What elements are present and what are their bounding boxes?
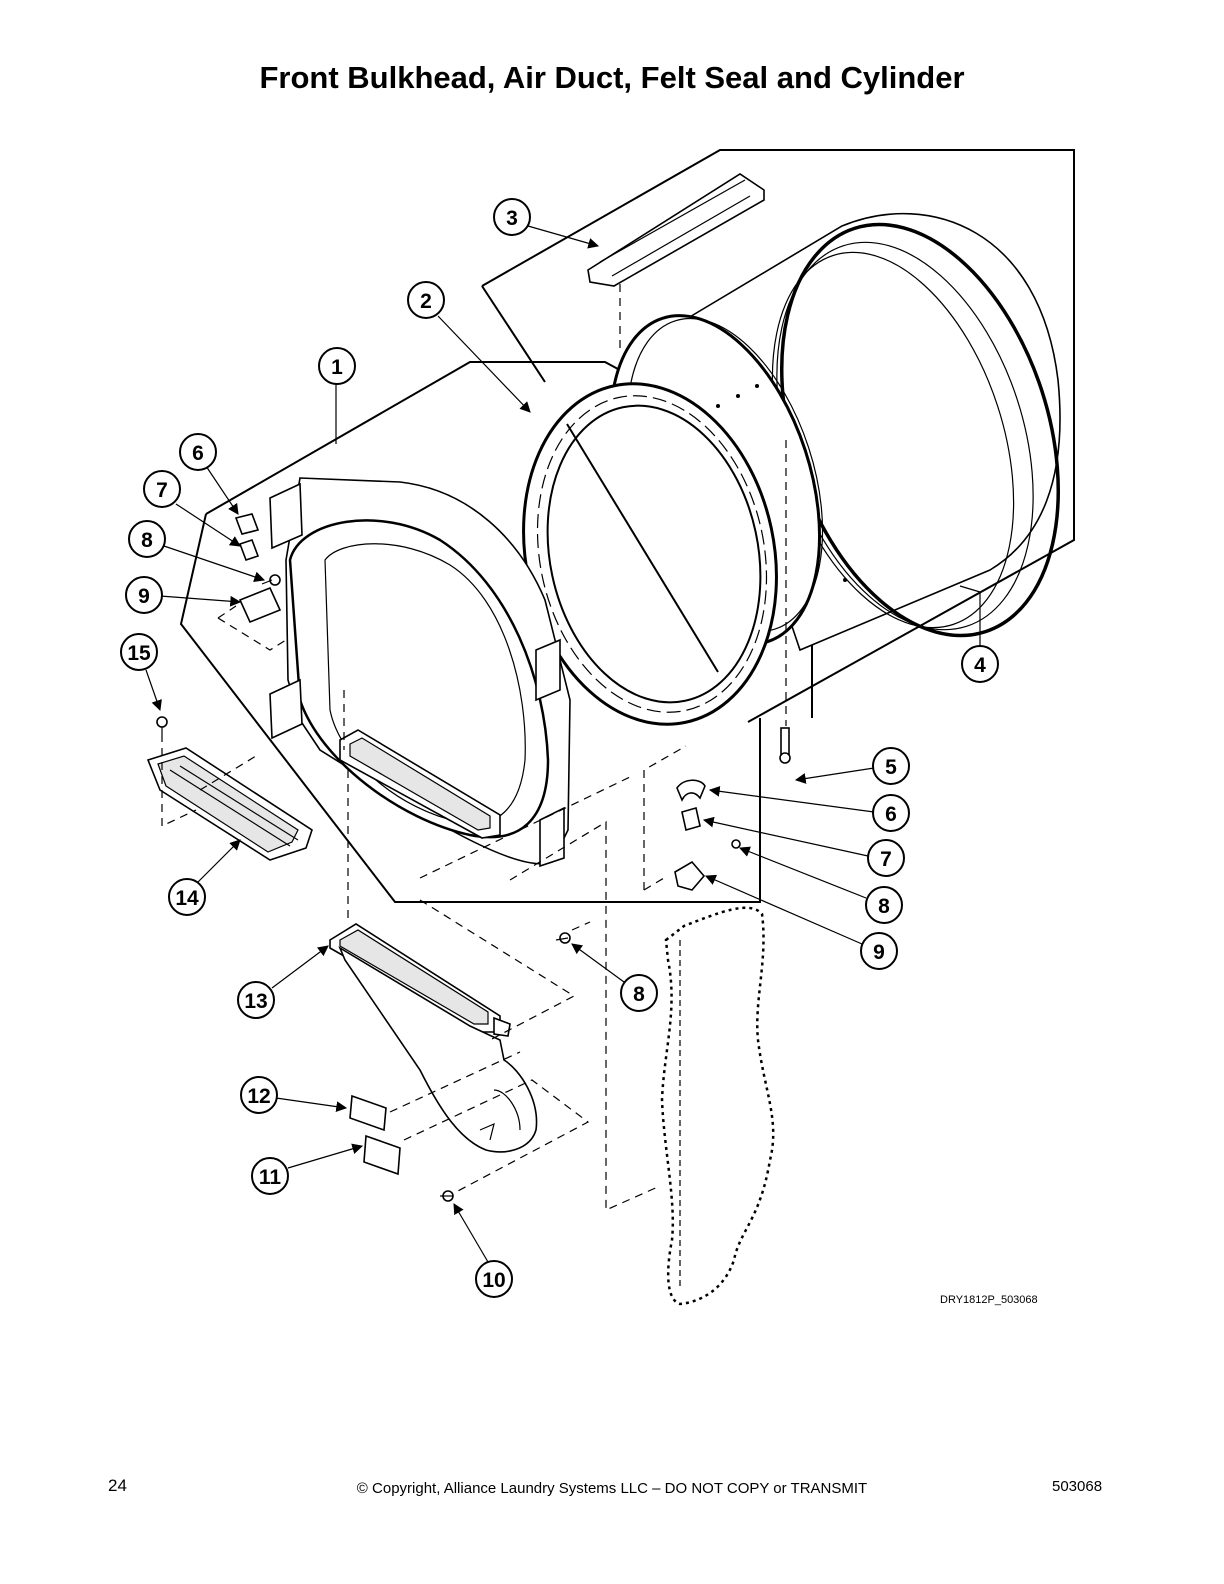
callout-label: 3 bbox=[506, 207, 518, 230]
callout-label: 8 bbox=[141, 529, 153, 552]
callout-9-left: 9 bbox=[125, 576, 163, 614]
page-number: 24 bbox=[108, 1476, 127, 1495]
callout-7-left: 7 bbox=[143, 470, 181, 508]
document-number: 503068 bbox=[1052, 1478, 1103, 1495]
left-hinge-hardware bbox=[217, 513, 287, 651]
callout-label: 2 bbox=[420, 290, 432, 313]
air-duct-part bbox=[329, 923, 538, 1153]
callout-5: 5 bbox=[872, 747, 910, 785]
callout-label: 7 bbox=[156, 479, 168, 502]
callout-label: 4 bbox=[974, 654, 986, 677]
callout-8-left: 8 bbox=[128, 520, 166, 558]
callout-label: 7 bbox=[880, 848, 892, 871]
front-bulkhead-part bbox=[269, 477, 571, 868]
drawing-id: DRY1812P_503068 bbox=[940, 1294, 1038, 1306]
callout-15: 15 bbox=[120, 633, 158, 671]
callout-1: 1 bbox=[318, 347, 356, 385]
callout-label: 9 bbox=[873, 941, 885, 964]
callout-9-right: 9 bbox=[860, 932, 898, 970]
callout-8-right: 8 bbox=[865, 886, 903, 924]
callout-6-left: 6 bbox=[179, 433, 217, 471]
callout-label: 8 bbox=[878, 895, 890, 918]
callout-6-right: 6 bbox=[872, 794, 910, 832]
callout-8-center: 8 bbox=[620, 974, 658, 1012]
callout-13: 13 bbox=[237, 981, 275, 1019]
front-panel-outline bbox=[660, 906, 775, 1306]
callout-label: 9 bbox=[138, 585, 150, 608]
callout-label: 12 bbox=[247, 1085, 270, 1108]
callout-label: 5 bbox=[885, 756, 897, 779]
page-title: Front Bulkhead, Air Duct, Felt Seal and … bbox=[259, 60, 965, 95]
callout-label: 6 bbox=[192, 442, 204, 465]
callout-label: 15 bbox=[127, 642, 151, 665]
callout-label: 11 bbox=[259, 1166, 282, 1189]
callout-14: 14 bbox=[168, 878, 206, 916]
callout-3: 3 bbox=[493, 198, 531, 236]
callout-label: 10 bbox=[482, 1269, 505, 1292]
callout-11: 11 bbox=[251, 1157, 289, 1195]
callout-label: 1 bbox=[331, 356, 343, 379]
callout-2: 2 bbox=[407, 281, 445, 319]
copyright-notice: © Copyright, Alliance Laundry Systems LL… bbox=[356, 1480, 868, 1497]
lint-filter-part bbox=[146, 716, 313, 861]
right-hinge-hardware bbox=[643, 440, 791, 891]
label-parts bbox=[349, 932, 571, 1202]
callout-label: 8 bbox=[633, 983, 645, 1006]
callout-7-right: 7 bbox=[867, 839, 905, 877]
callout-label: 6 bbox=[885, 803, 897, 826]
callout-10: 10 bbox=[475, 1260, 513, 1298]
duct-dashed-lines bbox=[347, 770, 661, 1211]
callout-12: 12 bbox=[240, 1076, 278, 1114]
callout-4: 4 bbox=[961, 645, 999, 683]
callout-label: 14 bbox=[175, 887, 199, 910]
baffle-part bbox=[587, 173, 765, 350]
callout-label: 13 bbox=[244, 990, 267, 1013]
leader-lines bbox=[145, 225, 981, 1263]
